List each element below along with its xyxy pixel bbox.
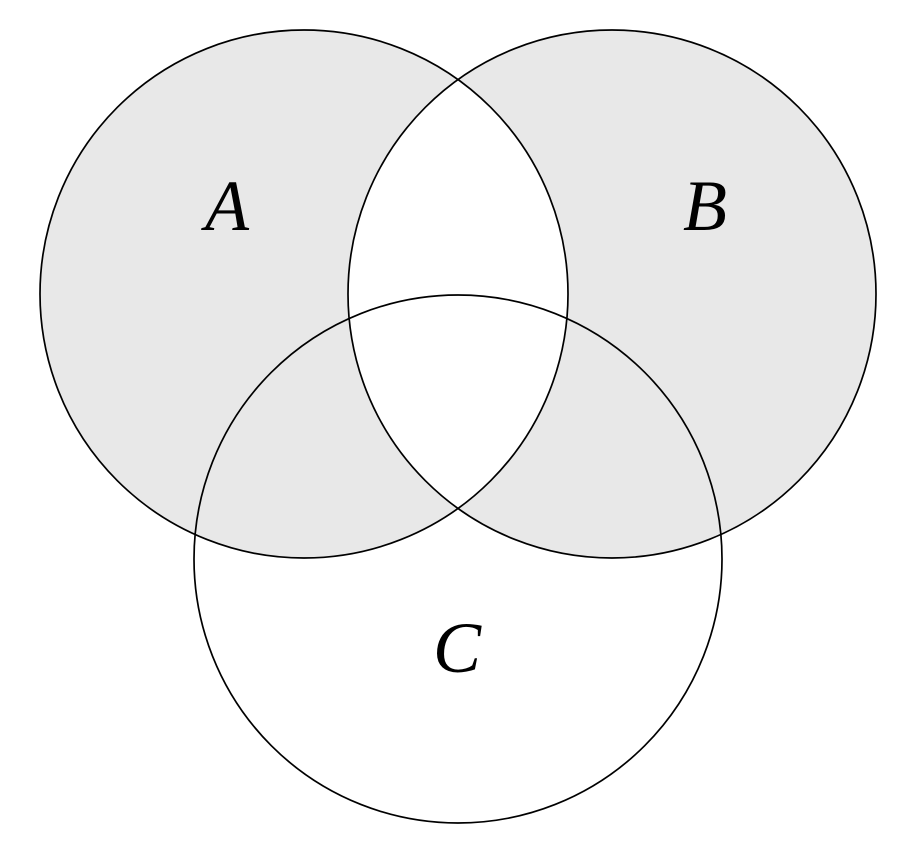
circle-c-outline [193,294,723,824]
set-label-a: A [201,166,250,246]
circle-b-outline [347,29,877,559]
circle-a-outline [39,29,569,559]
shaded-region-a-xor-b [40,30,876,558]
set-label-b: B [683,166,727,246]
set-label-c: C [433,608,482,688]
